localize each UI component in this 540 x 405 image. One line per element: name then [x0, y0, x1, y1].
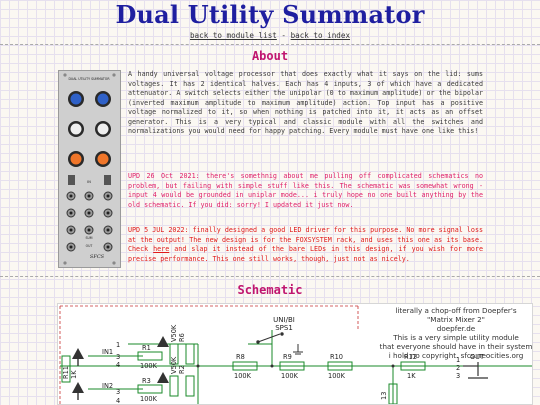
label-pin: 2: [456, 364, 460, 372]
input-arrow: [157, 336, 169, 347]
nav-separator: -: [276, 31, 291, 40]
nav-links: back to module list - back to index: [0, 31, 540, 40]
label-r3-value: 100K: [140, 395, 158, 403]
schematic-drawing: literally a chop-off from Doepfer's "Mat…: [59, 305, 532, 404]
label-r10-value: 100K: [328, 372, 346, 380]
about-paragraph-1: A handy universal voltage processor that…: [128, 70, 483, 135]
orange-knob: [95, 151, 111, 167]
led-driver-link[interactable]: here: [153, 245, 170, 253]
panel-label-out: OUT: [86, 244, 93, 248]
label-in2: IN2: [102, 382, 113, 390]
resistor-r9: [279, 361, 305, 371]
label-r13: 13: [380, 392, 388, 400]
label-r9: R9: [283, 353, 292, 361]
label-pin: 3: [116, 388, 120, 396]
resistor-r12: [400, 361, 426, 371]
label-r8: R8: [236, 353, 245, 361]
label-pin: 4: [116, 361, 120, 369]
label-r8-value: 100K: [234, 372, 252, 380]
resistor-r3: [137, 384, 163, 394]
divider: [0, 276, 540, 277]
back-to-module-list-link[interactable]: back to module list: [189, 31, 277, 40]
trimmer-r2: [169, 375, 179, 397]
blue-knob: [95, 91, 111, 107]
schematic-note: "Matrix Mixer 2": [427, 315, 485, 324]
input-arrow: [72, 382, 84, 393]
label-r2: R2: [178, 365, 186, 374]
label-r11-value: 1K: [70, 370, 78, 379]
update-2022-text-end: and slap it instead of the bare LEDs in …: [128, 245, 483, 263]
about-heading: About: [251, 49, 289, 63]
update-2022-text: UPD 5 JUL 2022: finally designed a good …: [128, 226, 483, 253]
resistor-r13: [388, 383, 398, 404]
label-out: OUT: [470, 353, 485, 361]
resistor-r6: [185, 343, 195, 365]
module-drawing: DUAL UTILITY SUMMATOR: [59, 71, 120, 267]
resistor-r8: [232, 361, 258, 371]
white-knob: [68, 121, 84, 137]
label-pin: 3: [116, 353, 120, 361]
label-r1: R1: [142, 344, 151, 352]
resistor-r1: [137, 351, 163, 361]
blue-knob: [68, 91, 84, 107]
panel-brand: SFCS: [90, 254, 105, 260]
input-arrow: [157, 372, 169, 383]
schematic-image: literally a chop-off from Doepfer's "Mat…: [57, 303, 533, 405]
label-r12-value: 1K: [407, 372, 416, 380]
label-r3: R3: [142, 377, 151, 385]
schematic-note: i hold no copyright. sfcs.neocities.org: [389, 351, 524, 360]
label-in1: IN1: [102, 348, 113, 356]
divider: [0, 44, 540, 45]
orange-knob: [68, 151, 84, 167]
module-photo: DUAL UTILITY SUMMATOR: [58, 70, 121, 268]
schematic-heading: Schematic: [237, 283, 303, 297]
label-r6-value: V50K: [170, 324, 178, 342]
toggle-switch: [68, 175, 75, 185]
label-r12: R12: [404, 353, 417, 361]
about-update-2022: UPD 5 JUL 2022: finally designed a good …: [128, 226, 483, 264]
white-knob: [95, 121, 111, 137]
module-title-text: DUAL UTILITY SUMMATOR: [68, 77, 110, 81]
schematic-note: doepfer.de: [437, 324, 476, 333]
label-pin: 4: [116, 397, 120, 404]
switch-label: UNI/BI: [273, 316, 295, 324]
panel-label-sum: SUM: [85, 236, 92, 240]
toggle-switch: [104, 175, 111, 185]
label-r6: R6: [178, 333, 186, 342]
resistor-r2: [185, 375, 195, 397]
page-title: Dual Utility Summator: [115, 0, 425, 29]
input-arrow: [72, 348, 84, 359]
label-pin: 1: [456, 356, 460, 364]
panel-label-in: IN: [87, 180, 91, 184]
label-r1-value: 100K: [140, 362, 158, 370]
switch-ref-label: SPS1: [275, 324, 293, 332]
about-update-2021: UPD 26 Oct 2021: there's somethnig about…: [128, 172, 483, 209]
label-r9-value: 100K: [281, 372, 299, 380]
label-pin: 1: [116, 341, 120, 349]
resistor-r10: [327, 361, 353, 371]
schematic-note: that everyone should have in their syste…: [380, 342, 532, 351]
label-pin: 3: [456, 372, 460, 380]
trimmer-r6: [169, 343, 179, 365]
label-r11: R11: [62, 366, 70, 379]
resistor-r11: [61, 355, 71, 383]
label-r2-value: V50K: [170, 356, 178, 374]
schematic-note: This is a very simple utility module: [392, 333, 519, 342]
back-to-index-link[interactable]: back to index: [290, 31, 351, 40]
schematic-note: literally a chop-off from Doepfer's: [395, 306, 516, 315]
label-r10: R10: [330, 353, 343, 361]
